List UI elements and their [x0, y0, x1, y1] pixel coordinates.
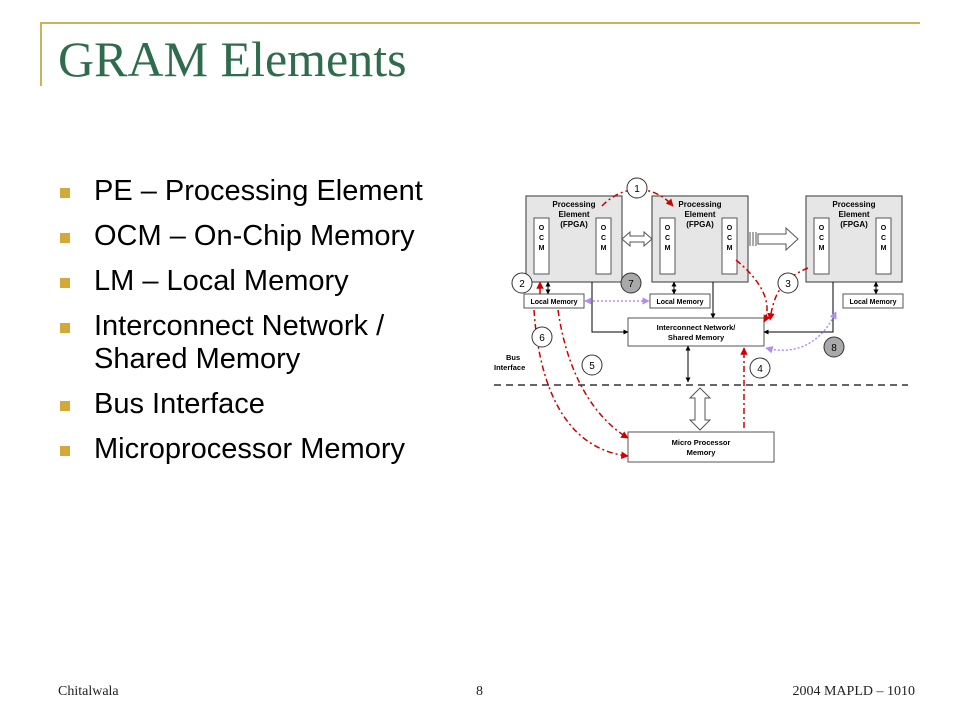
bus-double-arrow-icon — [688, 387, 712, 431]
footer-conference: 2004 MAPLD – 1010 — [792, 684, 915, 699]
ocm-letter: M — [881, 245, 887, 252]
bullet-item: PE – Processing Element — [58, 175, 458, 208]
pe-label: Processing — [832, 200, 875, 209]
bullet-marker-icon — [60, 188, 70, 198]
ocm-letter: M — [665, 245, 671, 252]
step-6-label: 6 — [539, 333, 545, 344]
bullet-item: Microprocessor Memory — [58, 433, 458, 466]
bullet-text: PE – Processing Element — [94, 175, 423, 207]
pe-label: (FPGA) — [686, 220, 714, 229]
step-7-label: 7 — [628, 279, 634, 290]
pe-label: Element — [838, 210, 869, 219]
ocm-letter: C — [727, 235, 732, 242]
bullet-item: Interconnect Network / Shared Memory — [58, 310, 458, 376]
bullet-marker-icon — [60, 323, 70, 333]
bullet-text: Microprocessor Memory — [94, 433, 405, 465]
ocm-letter: C — [819, 235, 824, 242]
step-8-label: 8 — [831, 343, 837, 354]
footer-page-number: 8 — [476, 684, 483, 699]
footer-author: Chitalwala — [58, 684, 119, 699]
pe-label: Element — [558, 210, 589, 219]
ocm-letter: M — [539, 245, 545, 252]
bullet-text: OCM – On-Chip Memory — [94, 220, 415, 252]
pe-box-2: Processing Element (FPGA) O C M O C M — [651, 195, 749, 283]
svg-text:Local Memory: Local Memory — [849, 299, 896, 306]
svg-text:Memory: Memory — [687, 448, 717, 457]
local-memory-box-3: Local Memory — [842, 293, 904, 309]
bus-interface-label: Interface — [494, 363, 525, 372]
ocm-letter: C — [601, 235, 606, 242]
step-markers: 1 2 3 4 5 6 7 8 — [511, 177, 845, 379]
top-frame-line — [40, 22, 920, 24]
left-frame-line — [40, 22, 42, 86]
ocm-letter: C — [665, 235, 670, 242]
ocm-letter: O — [601, 225, 607, 232]
svg-text:Local Memory: Local Memory — [656, 299, 703, 306]
bullet-marker-icon — [60, 446, 70, 456]
bullet-text: LM – Local Memory — [94, 265, 349, 297]
ocm-letter: O — [819, 225, 825, 232]
ocm-letter: M — [819, 245, 825, 252]
pe-label: (FPGA) — [840, 220, 868, 229]
pe-label: Element — [684, 210, 715, 219]
pe-label: Processing — [552, 200, 595, 209]
step-4-label: 4 — [757, 364, 763, 375]
bus-interface-label: Bus — [506, 353, 520, 362]
pe-box-1: Processing Element (FPGA) O C M O C M — [525, 195, 623, 283]
bullet-item: Bus Interface — [58, 388, 458, 421]
ocm-letter: O — [539, 225, 545, 232]
pe-label: (FPGA) — [560, 220, 588, 229]
ocm-letter: M — [601, 245, 607, 252]
local-memory-box-2: Local Memory — [649, 293, 711, 309]
ocm-letter: O — [881, 225, 887, 232]
microprocessor-memory-box: Micro Processor Memory — [627, 431, 775, 463]
bullet-marker-icon — [60, 233, 70, 243]
pe-box-3: Processing Element (FPGA) O C M O C M — [805, 195, 903, 283]
bullet-marker-icon — [60, 278, 70, 288]
svg-text:Micro Processor: Micro Processor — [672, 438, 731, 447]
bullet-item: OCM – On-Chip Memory — [58, 220, 458, 253]
bullet-item: LM – Local Memory — [58, 265, 458, 298]
ocm-letter: C — [881, 235, 886, 242]
step-3-label: 3 — [785, 279, 791, 290]
step-1-label: 1 — [634, 184, 640, 195]
svg-text:Shared Memory: Shared Memory — [668, 333, 725, 342]
ocm-letter: C — [539, 235, 544, 242]
pe-label: Processing — [678, 200, 721, 209]
ocm-letter: O — [727, 225, 733, 232]
step-2-label: 2 — [519, 279, 525, 290]
bullet-text: Interconnect Network / Shared Memory — [94, 310, 385, 375]
local-memory-box-1: Local Memory — [523, 293, 585, 309]
block-arrow-icon — [757, 226, 799, 252]
svg-text:Interconnect Network/: Interconnect Network/ — [657, 323, 737, 332]
purple-dataflow-arrows — [584, 297, 837, 354]
interconnect-network-box: Interconnect Network/ Shared Memory — [627, 317, 765, 347]
double-arrow-icon — [621, 230, 653, 248]
slide-title: GRAM Elements — [58, 31, 407, 87]
gram-architecture-diagram: Processing Element (FPGA) O C M O C M Pr… — [494, 177, 908, 463]
bullet-text: Bus Interface — [94, 388, 265, 420]
step-5-label: 5 — [589, 361, 595, 372]
bullet-list: PE – Processing Element OCM – On-Chip Me… — [58, 175, 458, 478]
ocm-letter: O — [665, 225, 671, 232]
bullet-marker-icon — [60, 401, 70, 411]
ocm-letter: M — [727, 245, 733, 252]
svg-text:Local Memory: Local Memory — [530, 299, 577, 306]
